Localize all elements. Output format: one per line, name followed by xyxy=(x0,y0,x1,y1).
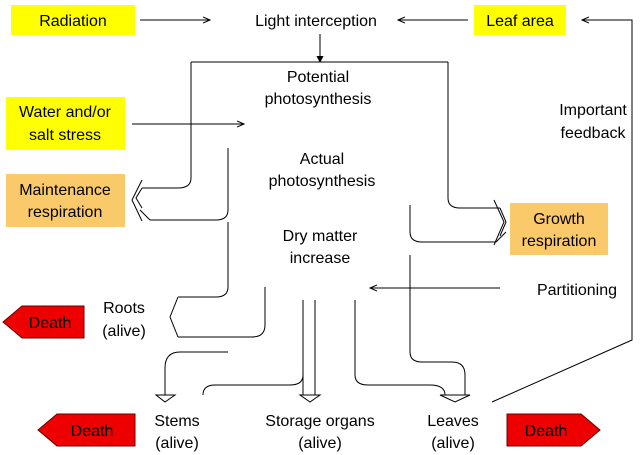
leaves-branch xyxy=(354,255,471,403)
leaf-area-box xyxy=(474,5,566,35)
roots-label-1: Roots xyxy=(103,300,145,317)
important-feedback-label-2: feedback xyxy=(561,125,627,142)
maintenance-respiration-label-1: Maintenance xyxy=(19,182,111,199)
dry-matter-increase-label-2: increase xyxy=(290,250,351,267)
water-salt-stress-label-1: Water and/or xyxy=(19,104,112,121)
death-leaves-arrow xyxy=(506,413,601,447)
growth-bracket xyxy=(493,199,505,246)
storage-organs-label-1: Storage organs xyxy=(265,413,374,430)
potential-photosynthesis-label-1: Potential xyxy=(287,69,349,86)
important-feedback-label-1: Important xyxy=(559,102,627,119)
growth-respiration-box xyxy=(510,203,608,255)
partitioning-label: Partitioning xyxy=(537,282,617,299)
roots-label-2: (alive) xyxy=(102,323,146,340)
radiation-box xyxy=(11,5,135,35)
growth-flow xyxy=(409,205,507,243)
water-salt-stress-label-2: salt stress xyxy=(29,127,101,144)
potential-photosynthesis-label-2: photosynthesis xyxy=(265,91,372,108)
growth-respiration-label-1: Growth xyxy=(533,211,585,228)
death-leaves-label: Death xyxy=(525,423,568,440)
storage-branch xyxy=(298,300,322,403)
root-branch xyxy=(169,222,266,338)
maintenance-flow xyxy=(135,148,229,221)
light-interception-label: Light interception xyxy=(255,13,377,30)
water-salt-stress-box xyxy=(6,97,125,150)
storage-organs-label-2: (alive) xyxy=(298,435,342,452)
leaves-label-1: Leaves xyxy=(427,413,479,430)
growth-respiration-label-2: respiration xyxy=(522,233,597,250)
actual-photosynthesis-label-2: photosynthesis xyxy=(269,173,376,190)
maintenance-bracket xyxy=(131,179,143,222)
dry-matter-increase-label-1: Dry matter xyxy=(283,228,358,245)
trunk-outline xyxy=(142,61,500,209)
death-roots-arrow xyxy=(2,305,85,339)
stems-branch xyxy=(154,351,304,403)
feedback-line xyxy=(491,20,633,403)
maintenance-respiration-box xyxy=(6,174,125,227)
radiation-label: Radiation xyxy=(39,13,107,30)
leaf-area-label: Leaf area xyxy=(486,13,554,30)
actual-photosynthesis-label-1: Actual xyxy=(300,151,344,168)
leaves-label-2: (alive) xyxy=(431,435,475,452)
stems-label-1: Stems xyxy=(154,413,199,430)
death-stems-arrow xyxy=(37,413,136,447)
death-roots-label: Death xyxy=(29,315,72,332)
stems-label-2: (alive) xyxy=(155,435,199,452)
death-stems-label: Death xyxy=(71,423,114,440)
maintenance-respiration-label-2: respiration xyxy=(28,204,103,221)
